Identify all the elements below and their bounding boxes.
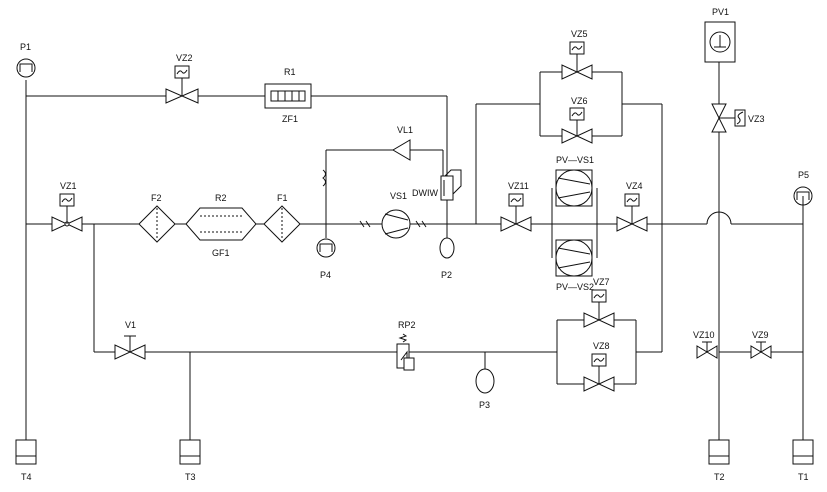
label-T4: T4 (21, 472, 32, 482)
label-ZF1: ZF1 (282, 114, 298, 124)
label-DWIW: DWIW (412, 188, 438, 198)
label-F1: F1 (277, 193, 288, 203)
tank-T2: T2 (708, 439, 730, 482)
label-F2: F2 (151, 193, 162, 203)
element-R1: R1 ZF1 (264, 67, 312, 124)
tank-T1: T1 (792, 439, 814, 482)
label-VZ5: VZ5 (571, 29, 588, 39)
label-PV1: PV1 (712, 7, 729, 17)
tank-T4: T4 (15, 439, 37, 482)
valve-VZ11: VZ11 (500, 181, 532, 232)
valve-VZ7: VZ7 (583, 277, 615, 328)
valve-VZ8: VZ8 (583, 341, 615, 392)
valve-VZ9: VZ9 (750, 330, 772, 359)
label-VS1: VS1 (390, 191, 407, 201)
valve-VZ6: VZ6 (561, 96, 593, 144)
gauge-PV1: PV1 (704, 7, 736, 63)
label-VZ1: VZ1 (60, 181, 77, 191)
label-VZ2: VZ2 (176, 53, 193, 63)
label-VZ3: VZ3 (748, 114, 765, 124)
valve-VZ1: VZ1 (51, 181, 83, 232)
label-RP2: RP2 (398, 320, 416, 330)
valve-VZ5: VZ5 (561, 29, 593, 80)
label-PV-VS2: PV—VS2 (556, 282, 594, 292)
element-R2: R2 GF1 (185, 193, 257, 258)
valve-VL1: VL1 (392, 125, 413, 161)
label-V1: V1 (125, 320, 136, 330)
label-T2: T2 (714, 472, 725, 482)
valve-VZ3: VZ3 (711, 103, 765, 133)
valve-RP2: RP2 (396, 320, 416, 371)
label-VZ10: VZ10 (693, 330, 715, 340)
valve-VZ10: VZ10 (693, 330, 718, 359)
label-VZ9: VZ9 (752, 330, 769, 340)
label-P2: P2 (441, 270, 452, 280)
pipelines (25, 62, 804, 440)
label-P5: P5 (798, 170, 809, 180)
label-PV-VS1: PV—VS1 (556, 155, 594, 165)
valve-VZ2: VZ2 (165, 53, 199, 104)
pump-VS1: VS1 (381, 191, 411, 239)
label-VL1: VL1 (397, 125, 413, 135)
label-VZ8: VZ8 (593, 341, 610, 351)
device-DWIW: DWIW (412, 169, 462, 201)
filter-F1: F1 (263, 193, 301, 243)
valve-VZ4: VZ4 (616, 181, 648, 232)
label-VZ7: VZ7 (593, 277, 610, 287)
gauge-P2: P2 (439, 237, 455, 280)
label-VZ11: VZ11 (508, 181, 529, 191)
gauge-P1: P1 (16, 42, 36, 78)
label-GF1: GF1 (212, 248, 230, 258)
tank-T3: T3 (179, 439, 201, 482)
label-P4: P4 (320, 270, 331, 280)
label-P3: P3 (479, 400, 490, 410)
gauge-P5: P5 (793, 170, 813, 206)
pump-PV-VS1: PV—VS1 (555, 155, 594, 207)
gauge-P3: P3 (475, 368, 495, 410)
gauge-P4: P4 (316, 238, 336, 280)
label-VZ6: VZ6 (571, 96, 588, 106)
label-R2: R2 (215, 193, 227, 203)
label-P1: P1 (20, 42, 31, 52)
valve-V1: V1 (114, 320, 146, 360)
pump-PV-VS2: PV—VS2 (555, 239, 594, 292)
label-R1: R1 (284, 67, 296, 77)
label-VZ4: VZ4 (626, 181, 643, 191)
filter-F2: F2 (138, 193, 176, 243)
label-T3: T3 (185, 472, 196, 482)
label-T1: T1 (798, 472, 809, 482)
flex-joints (322, 169, 427, 228)
